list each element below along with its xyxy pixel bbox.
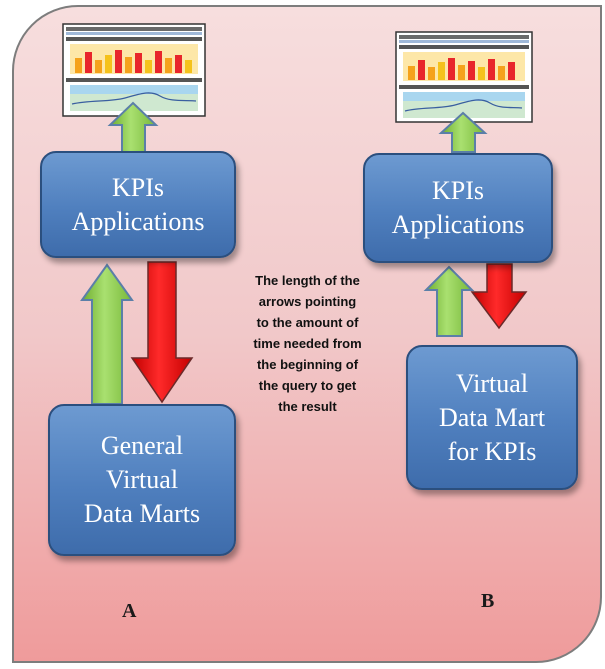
short-up-arrow-b bbox=[438, 111, 488, 153]
panel-label-b: B bbox=[481, 590, 495, 612]
note-line-6: the query to get bbox=[258, 378, 357, 393]
long-down-arrow-a bbox=[130, 261, 194, 404]
general-virtual-data-marts-box: General Virtual Data Marts bbox=[48, 404, 236, 556]
kpi-box-a-line-1: KPIs bbox=[111, 172, 164, 202]
kpi-box-a-line-2: Applications bbox=[71, 206, 205, 236]
note-line-4: time needed from bbox=[253, 336, 362, 351]
mart-box-a-line-3: Data Marts bbox=[83, 499, 201, 528]
dashboard-thumbnail-a bbox=[62, 23, 206, 117]
note-line-7: the result bbox=[278, 399, 337, 414]
note-line-3: to the amount of bbox=[256, 315, 359, 330]
kpi-box-b-line-1: KPIs bbox=[431, 176, 484, 205]
note-line-5: the beginning of bbox=[256, 357, 359, 372]
virtual-data-mart-for-kpis-box: Virtual Data Mart for KPIs bbox=[406, 345, 578, 490]
arrow-length-note: The length of the arrows pointing to the… bbox=[240, 270, 375, 417]
short-down-arrow-b bbox=[470, 263, 528, 330]
long-up-arrow-a bbox=[80, 263, 134, 405]
short-up-arrow-b-lower bbox=[423, 265, 475, 337]
short-up-arrow-a bbox=[107, 101, 159, 153]
mart-box-a-line-2: Virtual bbox=[105, 465, 179, 494]
kpi-box-b-line-2: Applications bbox=[391, 210, 525, 239]
mart-box-b-line-1: Virtual bbox=[455, 368, 529, 398]
mart-box-b-line-3: for KPIs bbox=[447, 436, 537, 466]
mart-box-a-line-1: General bbox=[100, 431, 184, 460]
mart-box-b-line-2: Data Mart bbox=[438, 402, 546, 432]
panel-label-a: A bbox=[122, 600, 137, 622]
note-line-1: The length of the bbox=[255, 273, 360, 288]
kpi-applications-box-b: KPIs Applications bbox=[363, 153, 553, 263]
note-line-2: arrows pointing bbox=[258, 294, 357, 309]
kpi-applications-box-a: KPIs Applications bbox=[40, 151, 236, 258]
dashboard-thumbnail-b bbox=[395, 31, 533, 123]
